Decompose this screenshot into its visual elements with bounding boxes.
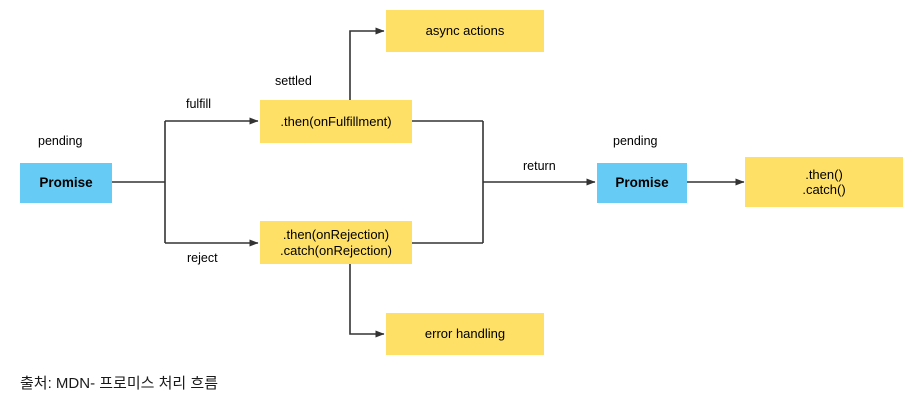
label-pending-right: pending	[613, 134, 658, 148]
label-fulfill: fulfill	[186, 97, 212, 111]
node-then-onfulfillment[interactable]: .then(onFulfillment)	[260, 100, 412, 143]
label-settled: settled	[275, 74, 312, 88]
edge-error-handling	[349, 264, 385, 338]
node-then-catch[interactable]: .then() .catch()	[745, 157, 903, 207]
edge-async-actions	[349, 27, 385, 100]
label-reject: reject	[187, 251, 218, 265]
source-caption: 출처: MDN- 프로미스 처리 흐름	[20, 375, 218, 392]
node-promise-pending[interactable]: Promise	[20, 163, 112, 203]
node-promise-returned[interactable]: Promise	[597, 163, 687, 203]
label-pending-left: pending	[38, 134, 83, 148]
node-then-oncatch-onrejection[interactable]: .then(onRejection) .catch(onRejection)	[260, 221, 412, 264]
node-async-actions[interactable]: async actions	[386, 10, 544, 52]
label-return: return	[523, 159, 556, 173]
node-error-handling[interactable]: error handling	[386, 313, 544, 355]
